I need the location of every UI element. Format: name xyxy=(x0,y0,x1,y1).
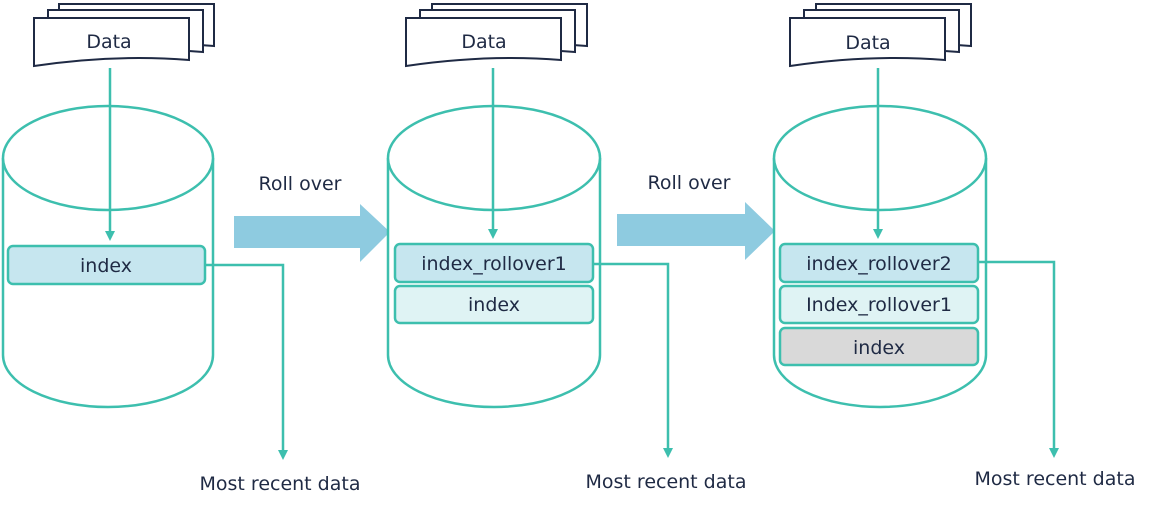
index-box-oldest xyxy=(778,326,980,367)
rollover-label: Roll over xyxy=(648,172,731,194)
index-label: index_rollover2 xyxy=(806,253,952,275)
stage-2: Data index_rollover1 index Most recent d… xyxy=(386,3,747,493)
rollover-arrow xyxy=(234,204,390,262)
index-box-older xyxy=(778,284,980,325)
index-label: index xyxy=(853,337,905,359)
index-label: index xyxy=(80,255,132,277)
most-recent-label: Most recent data xyxy=(200,473,361,495)
stage-1: Data index Most recent data xyxy=(1,3,361,495)
index-label: index xyxy=(468,294,520,316)
data-label: Data xyxy=(86,31,131,53)
most-recent-connector xyxy=(978,260,1059,458)
rollover-transition-2: Roll over xyxy=(617,172,775,260)
most-recent-label: Most recent data xyxy=(586,471,747,493)
index-label: Index_rollover1 xyxy=(806,294,952,316)
index-box-older xyxy=(393,284,595,325)
most-recent-connector xyxy=(593,262,673,458)
data-documents-icon xyxy=(33,3,215,68)
data-label: Data xyxy=(845,32,890,54)
data-documents-icon xyxy=(789,3,972,68)
data-label: Data xyxy=(461,31,506,53)
index-label: index_rollover1 xyxy=(421,253,567,275)
rollover-label: Roll over xyxy=(259,173,342,195)
most-recent-label: Most recent data xyxy=(975,468,1136,490)
stage-3: Data index_rollover2 Index_rollover1 ind… xyxy=(772,3,1136,490)
rollover-arrow xyxy=(617,202,775,260)
data-documents-icon xyxy=(405,3,588,68)
most-recent-connector xyxy=(205,263,288,460)
rollover-transition-1: Roll over xyxy=(234,173,390,262)
